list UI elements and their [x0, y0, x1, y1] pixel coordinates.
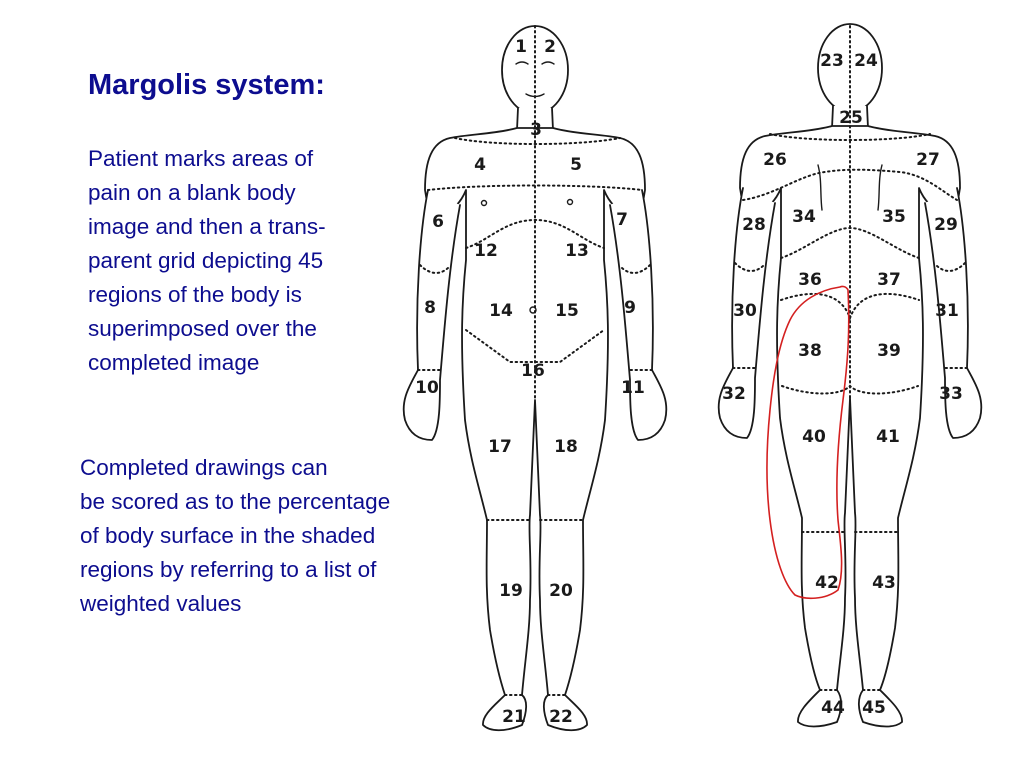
front-nipple [566, 198, 574, 206]
back-scapula-line [877, 164, 883, 211]
front-left-arm [609, 189, 668, 441]
back-region-label: 45 [862, 698, 886, 718]
back-region-label: 42 [815, 573, 839, 593]
front-nipple [480, 199, 488, 207]
description-line: superimposed over the [88, 316, 317, 341]
back-region-label: 32 [722, 384, 746, 404]
back-grid-waist [780, 292, 920, 321]
method-description: Patient marks areas of pain on a blank b… [88, 142, 326, 380]
front-region-label: 15 [555, 301, 579, 321]
front-face-eyes [515, 61, 555, 65]
front-grid-arms [417, 264, 653, 371]
front-right-arm [402, 189, 461, 441]
back-region-label: 44 [821, 698, 845, 718]
back-grid-shoulder [742, 168, 958, 201]
back-left-arm [717, 187, 776, 439]
front-region-label: 13 [565, 241, 589, 261]
front-region-label: 4 [474, 155, 486, 175]
slide-title: Margolis system: [88, 69, 325, 101]
back-region-label: 39 [877, 341, 901, 361]
front-region-label: 2 [544, 37, 556, 57]
back-region-label: 37 [877, 270, 901, 290]
front-region-label: 5 [570, 155, 582, 175]
back-region-label: 38 [798, 341, 822, 361]
back-region-label: 28 [742, 215, 766, 235]
back-region-label: 26 [763, 150, 787, 170]
front-navel [529, 306, 537, 314]
front-region-label: 6 [432, 212, 444, 232]
front-region-label: 20 [549, 581, 573, 601]
front-region-label: 14 [489, 301, 513, 321]
description-line: regions of the body is [88, 282, 302, 307]
back-region-label: 33 [939, 384, 963, 404]
back-region-label: 23 [820, 51, 844, 71]
back-grid-neck [769, 133, 931, 141]
front-region-label: 3 [530, 120, 542, 140]
description-line: parent grid depicting 45 [88, 248, 324, 273]
front-region-label: 11 [621, 378, 645, 398]
back-region-label: 29 [934, 215, 958, 235]
back-region-label: 31 [935, 301, 959, 321]
back-body-figure: 23 24 25 26 27 28 34 35 29 36 37 30 31 3… [717, 23, 983, 728]
back-scapula-line [817, 164, 823, 211]
scoring-line: weighted values [80, 591, 242, 616]
scoring-line: of body surface in the shaded [80, 523, 376, 548]
description-line: image and then a trans- [88, 214, 326, 239]
back-region-label: 35 [882, 207, 906, 227]
description-line: Patient marks areas of [88, 146, 314, 171]
back-region-label: 27 [916, 150, 940, 170]
back-region-label: 36 [798, 270, 822, 290]
front-region-label: 21 [502, 707, 526, 727]
scoring-line: be scored as to the percentage [80, 489, 391, 514]
back-grid-midback [780, 226, 920, 259]
front-region-label: 1 [515, 37, 527, 57]
back-region-label: 25 [839, 108, 863, 128]
front-torso-legs [424, 127, 646, 732]
front-region-label: 8 [424, 298, 436, 318]
front-body-figure: 1 2 3 4 5 6 7 12 13 8 14 15 9 16 10 11 1… [402, 25, 668, 732]
front-region-label: 7 [616, 210, 628, 230]
back-grid-arms [732, 262, 968, 369]
back-region-label: 40 [802, 427, 826, 447]
back-grid-buttocks [781, 384, 919, 395]
description-line: completed image [88, 350, 260, 375]
back-right-arm [924, 187, 983, 439]
back-region-label: 43 [872, 573, 896, 593]
front-region-label: 12 [474, 241, 498, 261]
scoring-line: Completed drawings can [80, 455, 328, 480]
front-region-label: 18 [554, 437, 578, 457]
pain-area-outline [766, 285, 850, 600]
front-grid-groin [465, 329, 605, 363]
front-region-label: 9 [624, 298, 636, 318]
scoring-line: regions by referring to a list of [80, 557, 377, 582]
front-region-label: 17 [488, 437, 512, 457]
back-region-label: 24 [854, 51, 878, 71]
front-region-label: 10 [415, 378, 439, 398]
scoring-description: Completed drawings can be scored as to t… [80, 451, 390, 621]
back-region-label: 41 [876, 427, 900, 447]
front-region-label: 16 [521, 361, 545, 381]
back-region-label: 30 [733, 301, 757, 321]
front-region-label: 19 [499, 581, 523, 601]
front-grid-abdomen [465, 218, 605, 249]
back-region-label: 34 [792, 207, 816, 227]
front-grid-neck [454, 137, 621, 145]
description-line: pain on a blank body [88, 180, 296, 205]
front-region-label: 22 [549, 707, 573, 727]
back-torso-legs [739, 125, 961, 728]
front-grid-chest [427, 184, 643, 191]
